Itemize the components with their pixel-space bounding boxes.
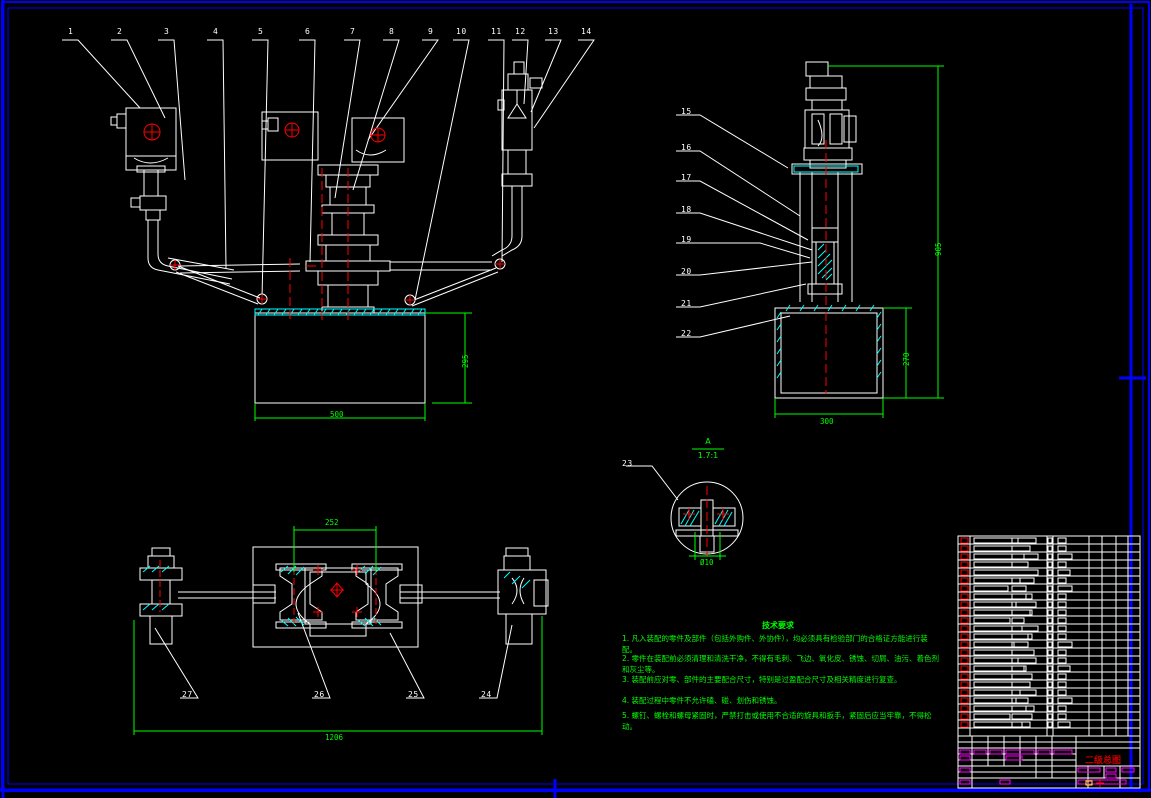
detail-view-label: A	[705, 437, 711, 446]
technical-requirement-item-4: 4. 装配过程中零件不允许磕、碰、划伤和锈蚀。	[622, 696, 782, 705]
dimension-side-height: 270	[902, 352, 911, 366]
bom-table-grid	[957, 535, 1141, 737]
callout-25: 25	[408, 690, 419, 699]
front-tank-hatch	[254, 308, 426, 316]
plan-view-hatch	[142, 565, 531, 627]
dimension-plan-overall: 1206	[325, 733, 344, 742]
callout-1: 1	[68, 27, 74, 36]
technical-requirement-item-1: 1. 凡入装配的零件及部件（包括外购件、外协件），均必须具有检验部门的合格证方能…	[622, 634, 928, 654]
technical-requirements-heading: 技术要求	[762, 621, 794, 630]
dimension-front-height: 295	[461, 354, 470, 368]
front-view-leaders	[62, 39, 595, 301]
plan-view-dimension-lines	[133, 526, 543, 735]
callout-27: 27	[182, 690, 193, 699]
callout-10: 10	[456, 27, 467, 36]
side-view-leaders	[676, 114, 813, 338]
dimension-detail-bore: Ø10	[700, 558, 714, 567]
front-view-dimension-lines	[254, 312, 472, 421]
callout-2: 2	[117, 27, 123, 36]
side-view-geometry	[774, 61, 884, 399]
callout-9: 9	[428, 27, 434, 36]
callout-15: 15	[681, 107, 692, 116]
callout-13: 13	[548, 27, 559, 36]
dimension-plan-center: 252	[325, 518, 339, 527]
callout-17: 17	[681, 173, 692, 182]
detail-view-scale: 1.7:1	[697, 451, 719, 460]
callout-24: 24	[481, 690, 492, 699]
callout-8: 8	[389, 27, 395, 36]
callout-12: 12	[515, 27, 526, 36]
plan-view-geometry	[139, 546, 549, 648]
dimension-side-width: 300	[820, 417, 834, 426]
callout-16: 16	[681, 143, 692, 152]
technical-requirement-item-3: 3. 装配前应对零、部件的主要配合尺寸，特别是过盈配合尺寸及相关精度进行复查。	[622, 675, 902, 684]
front-view-geometry	[110, 61, 543, 404]
callout-26: 26	[314, 690, 325, 699]
callout-4: 4	[213, 27, 219, 36]
callout-19: 19	[681, 235, 692, 244]
callout-20: 20	[681, 267, 692, 276]
callout-23: 23	[622, 459, 633, 468]
callout-7: 7	[350, 27, 356, 36]
technical-requirement-item-2: 2. 零件在装配前必须清理和清洗干净，不得有毛刺、飞边、氧化皮、锈蚀、切屑、油污…	[622, 654, 940, 674]
front-view-centermarks	[143, 122, 505, 305]
technical-requirement-item-5: 5. 螺钉、螺栓和螺母紧固时，严禁打击或使用不合适的旋具和扳手，紧固后应当牢靠，…	[622, 711, 932, 731]
callout-5: 5	[258, 27, 264, 36]
dimension-overall-height: 905	[934, 242, 943, 256]
callout-18: 18	[681, 205, 692, 214]
plan-view-leaders	[154, 612, 513, 699]
callout-6: 6	[305, 27, 311, 36]
callout-3: 3	[164, 27, 170, 36]
side-view-hatch	[776, 165, 882, 379]
drawing-title-text: 二级总图	[1085, 756, 1122, 766]
callout-22: 22	[681, 329, 692, 338]
dimension-front-width: 500	[330, 410, 344, 419]
callout-14: 14	[581, 27, 592, 36]
callout-21: 21	[681, 299, 692, 308]
plan-view-centermarks	[159, 560, 377, 624]
title-block-grid	[957, 735, 1141, 789]
front-view-centerlines	[289, 168, 349, 322]
callout-11: 11	[491, 27, 502, 36]
side-view-dimension-lines	[774, 65, 944, 418]
detail-view-a-geometry	[626, 448, 744, 560]
